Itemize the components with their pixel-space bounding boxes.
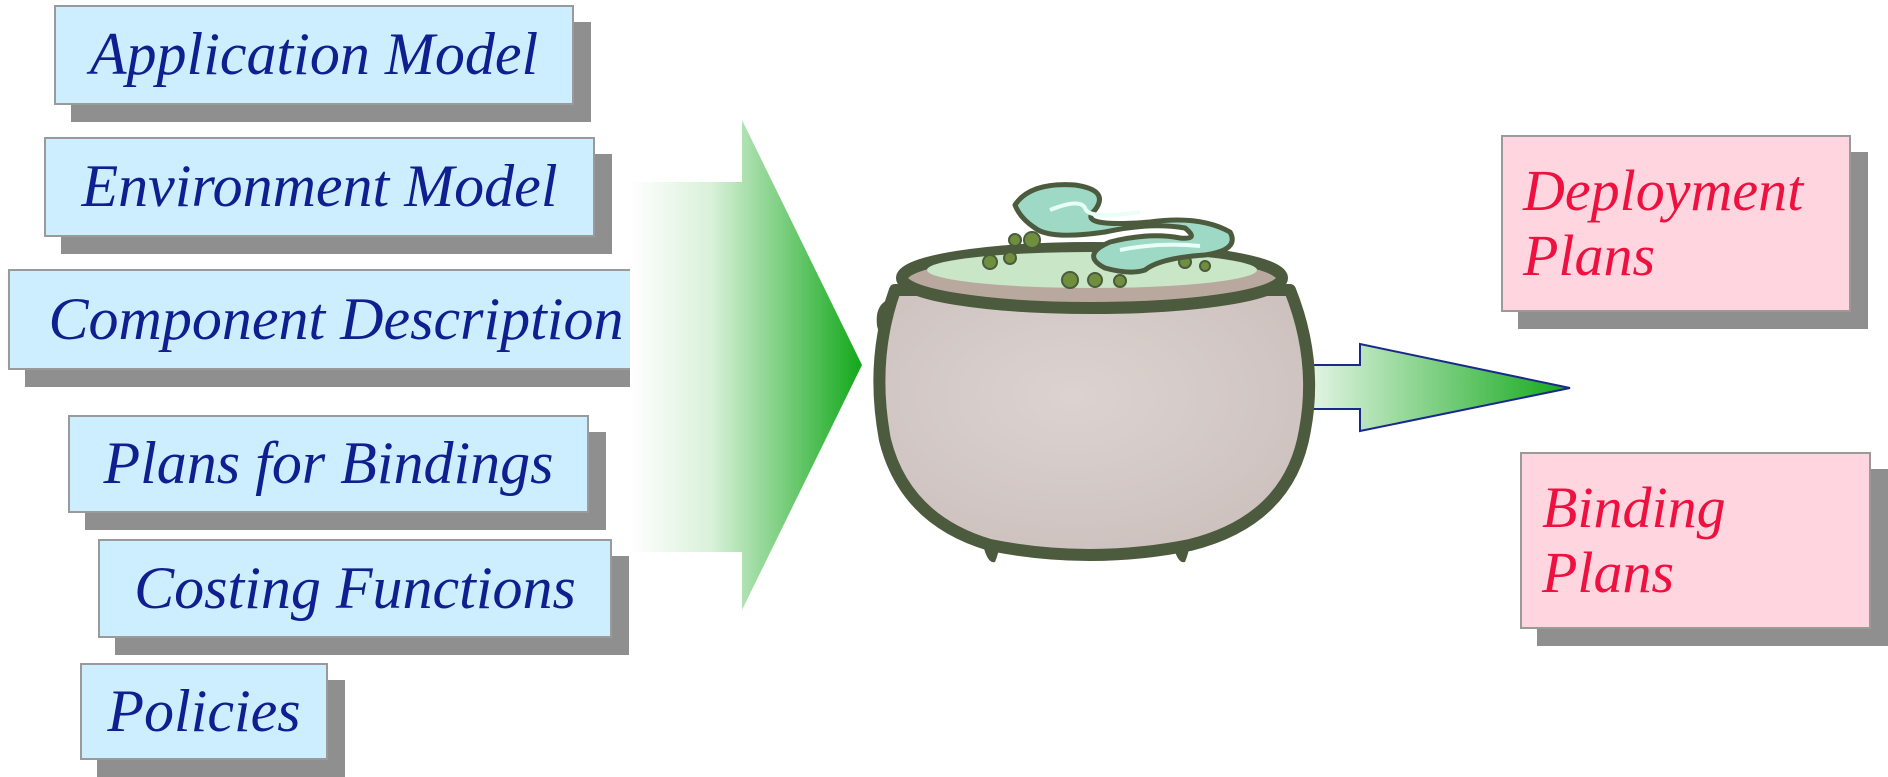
- input-label: Component Description: [48, 285, 624, 352]
- cauldron-icon: [873, 182, 1316, 563]
- output-label-line2: Plans: [1523, 222, 1656, 288]
- input-arrow: [630, 120, 862, 610]
- input-label: Plans for Bindings: [103, 430, 554, 497]
- output-label-line2: Plans: [1542, 539, 1675, 605]
- output-label-line1: Deployment: [1523, 157, 1804, 223]
- output-box-deployment-plans: Deployment Plans: [1501, 135, 1851, 312]
- output-arrow: [1304, 342, 1571, 433]
- input-box-application-model: Application Model: [54, 5, 574, 105]
- input-label: Application Model: [89, 21, 539, 88]
- input-box-environment-model: Environment Model: [44, 137, 595, 237]
- output-box-binding-plans: Binding Plans: [1520, 452, 1871, 629]
- input-label: Environment Model: [81, 153, 558, 220]
- input-box-plans-for-bindings: Plans for Bindings: [68, 415, 589, 513]
- input-label: Costing Functions: [134, 554, 576, 621]
- output-label-line1: Binding: [1542, 474, 1726, 540]
- input-box-costing-functions: Costing Functions: [98, 539, 612, 638]
- input-box-policies: Policies: [80, 663, 328, 760]
- input-box-component-description: Component Description: [8, 269, 664, 370]
- input-label: Policies: [107, 677, 301, 744]
